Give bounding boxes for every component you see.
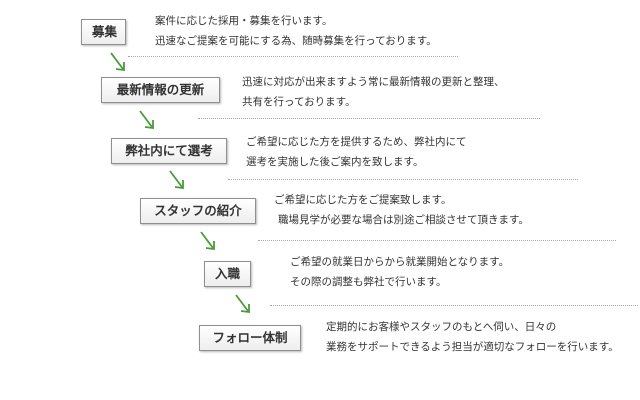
dotted-divider (198, 118, 540, 119)
dotted-divider (270, 305, 638, 306)
green-diagonal-arrow-icon (108, 50, 130, 76)
step-description-info-update: 迅速に対応が出来ますよう常に最新情報の更新と整理、 共有を行っております。 (242, 72, 505, 112)
step-box-staff-introduction: スタッフの紹介 (140, 198, 256, 224)
dotted-divider (228, 179, 578, 180)
step-box-recruitment: 募集 (81, 19, 126, 45)
description-line: 案件に応じた採用・募集を行います。 (155, 15, 333, 27)
description-line: ご希望の就業日からから就業開始となります。 (290, 256, 510, 268)
green-diagonal-arrow-icon (167, 168, 189, 194)
step-description-recruitment: 案件に応じた採用・募集を行います。 迅速なご提案を可能にする為、随時募集を行って… (155, 11, 437, 51)
step-description-staff-introduction: ご希望に応じた方をご提案致します。 職場見学が必要な場合は別途ご相談させて頂きま… (274, 190, 529, 230)
description-line: 選考を実施した後ご案内を致します。 (246, 156, 424, 168)
description-line: 定期的にお客様やスタッフのもとへ伺い、日々の (326, 321, 557, 333)
step-description-internal-selection: ご希望に応じた方を提供するため、弊社内にて 選考を実施した後ご案内を致します。 (246, 132, 467, 172)
step-box-follow-up: フォロー体制 (199, 325, 301, 351)
description-line: 迅速なご提案を可能にする為、随時募集を行っております。 (155, 35, 437, 47)
step-description-follow-up: 定期的にお客様やスタッフのもとへ伺い、日々の 業務をサポートできるよう担当が適切… (326, 317, 619, 357)
green-diagonal-arrow-icon (137, 108, 159, 134)
green-diagonal-arrow-icon (233, 292, 255, 318)
description-line: ご希望に応じた方をご提案致します。 (274, 194, 452, 206)
description-line: その際の調整も弊社で行います。 (290, 276, 447, 288)
step-box-internal-selection: 弊社内にて選考 (111, 138, 227, 164)
green-diagonal-arrow-icon (198, 229, 220, 255)
dotted-divider (128, 56, 458, 57)
dotted-divider (258, 240, 616, 241)
step-description-joining: ご希望の就業日からから就業開始となります。 その際の調整も弊社で行います。 (290, 252, 509, 292)
description-line: 共有を行っております。 (242, 96, 356, 108)
description-line: 職場見学が必要な場合は別途ご相談させて頂きます。 (278, 214, 529, 226)
step-box-joining: 入職 (204, 261, 251, 287)
description-line: 迅速に対応が出来ますよう常に最新情報の更新と整理、 (242, 76, 505, 88)
description-line: 業務をサポートできるよう担当が適切なフォローを行います。 (326, 341, 619, 353)
description-line: ご希望に応じた方を提供するため、弊社内にて (246, 136, 467, 148)
step-box-info-update: 最新情報の更新 (101, 77, 220, 103)
